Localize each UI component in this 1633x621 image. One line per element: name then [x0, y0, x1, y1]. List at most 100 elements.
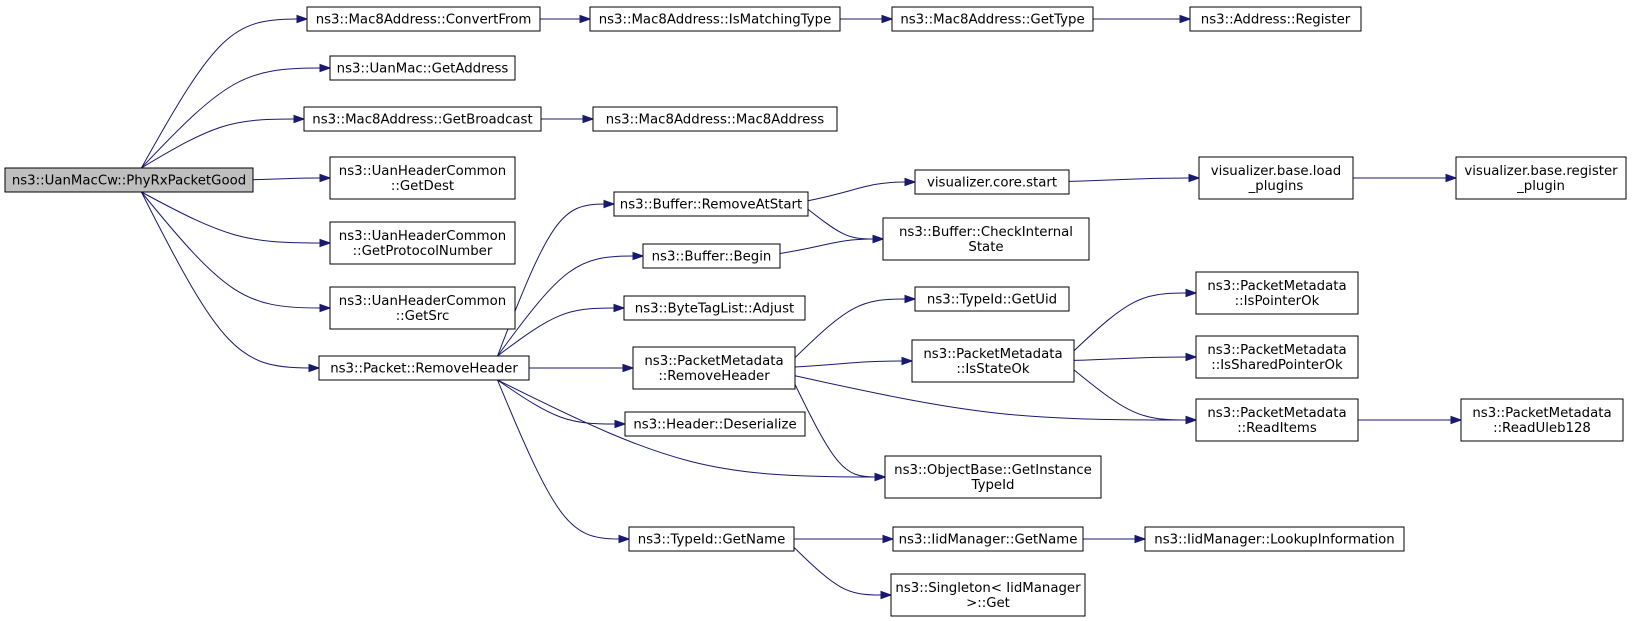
- graph-node[interactable]: ns3::IidManager::GetName: [892, 526, 1084, 552]
- node-box: [882, 217, 1090, 261]
- call-edge: [1082, 534, 1147, 544]
- node-label: ns3::UanHeaderCommon: [339, 294, 506, 309]
- call-edge: [529, 363, 635, 373]
- node-box: [623, 295, 806, 321]
- nodes-layer: ns3::UanMacCw::PhyRxPacketGood ns3::Mac8A…: [4, 6, 1627, 617]
- graph-node[interactable]: ns3::Packet::RemoveHeader: [318, 355, 530, 381]
- arrowhead-icon: [293, 114, 306, 124]
- graph-node[interactable]: ns3::PacketMetadata::RemoveHeader: [632, 346, 796, 390]
- graph-node[interactable]: ns3::Mac8Address::GetType: [891, 6, 1094, 32]
- graph-node[interactable]: ns3::Buffer::Begin: [642, 243, 781, 269]
- edge-line: [794, 360, 903, 368]
- node-label: ns3::Mac8Address::IsMatchingType: [599, 13, 832, 28]
- arrowhead-icon: [1450, 415, 1463, 425]
- node-box: [891, 6, 1094, 32]
- arrowhead-icon: [901, 356, 914, 366]
- arrowhead-icon: [582, 114, 595, 124]
- graph-node[interactable]: ns3::Singleton< IidManager>::Get: [890, 573, 1086, 617]
- node-label: ns3::TypeId::GetUid: [927, 293, 1057, 308]
- graph-node[interactable]: ns3::PacketMetadata::ReadUleb128: [1460, 398, 1624, 442]
- node-box: [1460, 398, 1624, 442]
- arrowhead-icon: [1445, 173, 1458, 183]
- graph-node[interactable]: ns3::TypeId::GetUid: [914, 286, 1070, 312]
- edge-line: [1073, 369, 1187, 421]
- call-edge: [141, 191, 332, 248]
- edge-line: [1073, 292, 1187, 352]
- graph-node[interactable]: ns3::UanHeaderCommon::GetDest: [329, 156, 516, 200]
- edge-line: [252, 177, 321, 181]
- graph-node[interactable]: visualizer.core.start: [914, 169, 1070, 195]
- call-edge: [793, 534, 895, 544]
- call-edge: [497, 379, 627, 429]
- node-box: [329, 286, 516, 330]
- graph-node[interactable]: visualizer.base.register_plugin: [1455, 156, 1627, 200]
- call-edge: [1073, 369, 1198, 425]
- graph-node[interactable]: ns3::TypeId::GetName: [628, 526, 795, 552]
- call-edge: [540, 14, 592, 24]
- node-label: ns3::UanHeaderCommon: [339, 164, 506, 179]
- edge-line: [1073, 356, 1187, 361]
- arrowhead-icon: [1185, 415, 1198, 425]
- arrowhead-icon: [1179, 14, 1192, 24]
- node-label: visualizer.base.load: [1211, 164, 1341, 179]
- arrowhead-icon: [880, 590, 893, 600]
- graph-node[interactable]: ns3::Header::Deserialize: [624, 411, 806, 437]
- arrowhead-icon: [904, 294, 917, 304]
- arrowhead-icon: [622, 363, 635, 373]
- call-edge: [141, 114, 306, 169]
- call-edge: [1357, 415, 1463, 425]
- graph-node[interactable]: ns3::UanHeaderCommon::GetProtocolNumber: [329, 221, 516, 265]
- graph-node[interactable]: ns3::IidManager::LookupInformation: [1144, 526, 1405, 552]
- node-label: ns3::PacketMetadata: [1207, 343, 1346, 358]
- node-box: [1144, 526, 1405, 552]
- node-label: >::Get: [966, 596, 1010, 611]
- node-label: ::IsStateOk: [956, 362, 1029, 377]
- node-label: ns3::Address::Register: [1201, 13, 1351, 28]
- node-label: ::IsPointerOk: [1235, 294, 1320, 309]
- node-box: [303, 106, 542, 132]
- call-edge: [807, 208, 885, 244]
- node-label: ns3::UanMacCw::PhyRxPacketGood: [12, 174, 246, 189]
- graph-node[interactable]: ns3::Mac8Address::Mac8Address: [592, 106, 838, 132]
- node-box: [624, 411, 806, 437]
- node-label: ns3::PacketMetadata: [644, 354, 783, 369]
- edge-line: [141, 67, 321, 169]
- graph-node[interactable]: ns3::Address::Register: [1189, 6, 1362, 32]
- node-label: ns3::PacketMetadata: [1472, 406, 1611, 421]
- graph-node[interactable]: ns3::Mac8Address::IsMatchingType: [589, 6, 841, 32]
- graph-node[interactable]: ns3::ByteTagList::Adjust: [623, 295, 806, 321]
- node-label: ns3::PacketMetadata: [1207, 279, 1346, 294]
- call-edge: [141, 63, 332, 169]
- node-label: ns3::Mac8Address::GetBroadcast: [312, 113, 532, 128]
- edge-line: [793, 547, 882, 596]
- graph-node[interactable]: ns3::UanMacCw::PhyRxPacketGood: [4, 167, 254, 193]
- node-box: [1195, 271, 1359, 315]
- call-edge: [252, 173, 332, 183]
- arrowhead-icon: [881, 14, 894, 24]
- call-edge: [497, 303, 626, 357]
- arrowhead-icon: [1185, 352, 1198, 362]
- graph-node[interactable]: ns3::PacketMetadata::IsStateOk: [911, 339, 1075, 383]
- graph-node[interactable]: ns3::UanMac::GetAddress: [329, 55, 516, 81]
- node-box: [1189, 6, 1362, 32]
- node-label: ns3::IidManager::LookupInformation: [1154, 533, 1394, 548]
- graph-node[interactable]: visualizer.base.load_plugins: [1198, 156, 1354, 200]
- node-label: ns3::Mac8Address::ConvertFrom: [316, 13, 532, 28]
- graph-node[interactable]: ns3::Buffer::RemoveAtStart: [613, 191, 809, 217]
- node-label: ::ReadUleb128: [1493, 421, 1591, 436]
- node-label: ns3::Mac8Address::Mac8Address: [606, 113, 824, 128]
- arrowhead-icon: [603, 199, 616, 209]
- graph-node[interactable]: ns3::PacketMetadata::IsSharedPointerOk: [1195, 335, 1359, 379]
- edge-line: [497, 379, 620, 540]
- graph-node[interactable]: ns3::PacketMetadata::IsPointerOk: [1195, 271, 1359, 315]
- graph-node[interactable]: ns3::UanHeaderCommon::GetSrc: [329, 286, 516, 330]
- node-box: [613, 191, 809, 217]
- graph-node[interactable]: ns3::Mac8Address::ConvertFrom: [306, 6, 541, 32]
- graph-node[interactable]: ns3::Mac8Address::GetBroadcast: [303, 106, 542, 132]
- node-label: ns3::Buffer::CheckInternal: [899, 225, 1073, 240]
- node-label: ns3::PacketMetadata: [923, 347, 1062, 362]
- graph-node[interactable]: ns3::PacketMetadata::ReadItems: [1195, 398, 1359, 442]
- call-edge: [540, 114, 595, 124]
